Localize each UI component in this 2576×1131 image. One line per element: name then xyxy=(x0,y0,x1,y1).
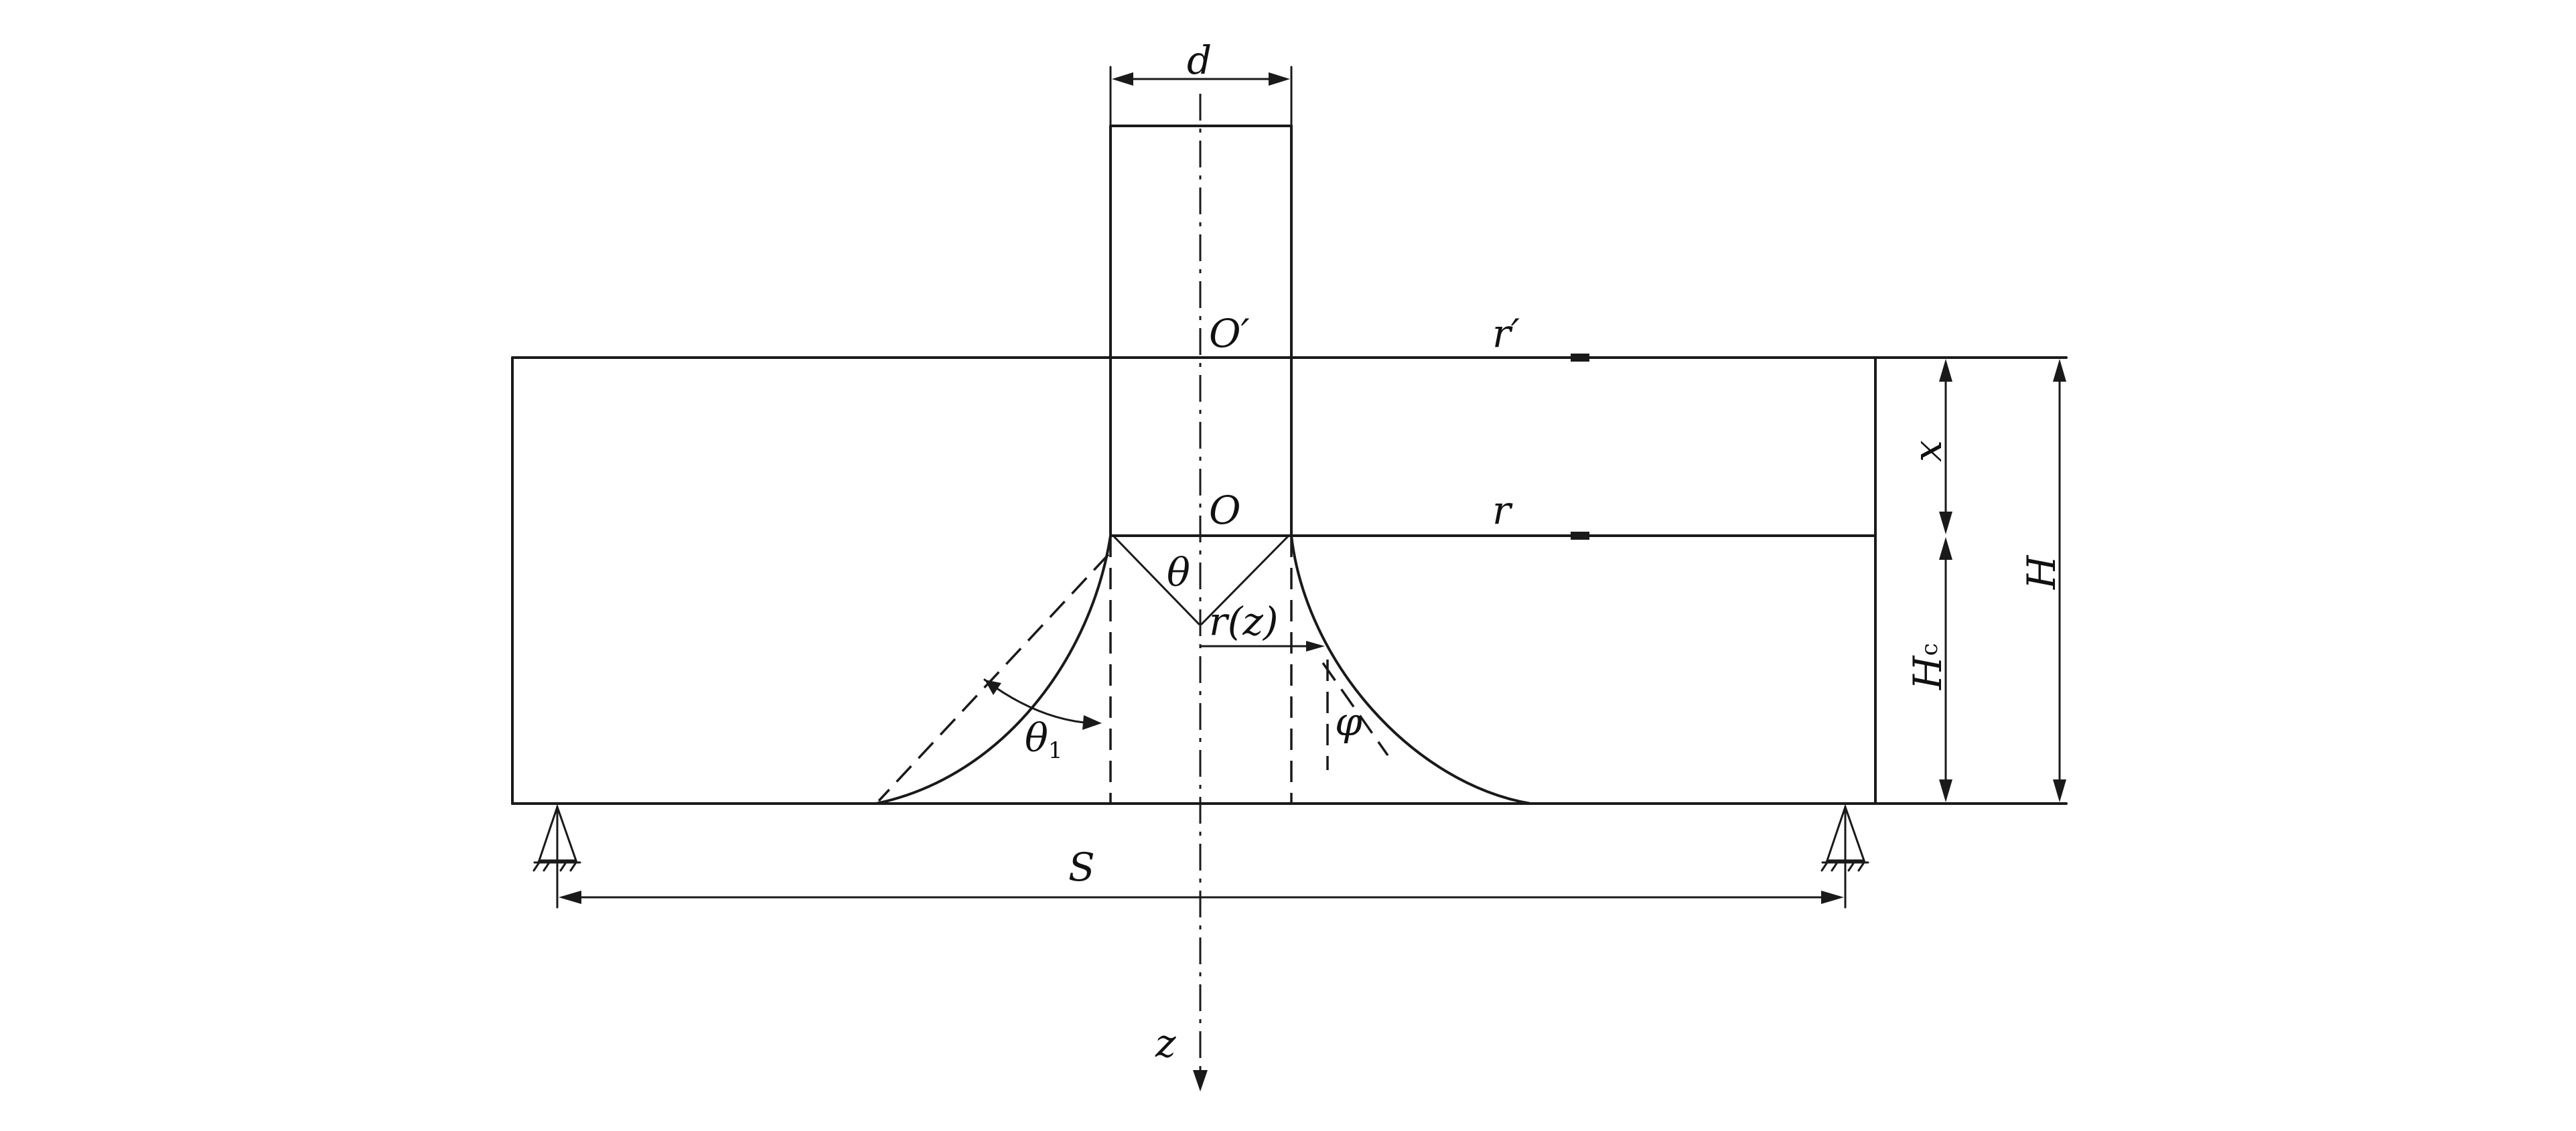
label-d: d xyxy=(1187,37,1212,83)
label-r-z: r(z) xyxy=(1209,599,1279,644)
label-phi: φ xyxy=(1335,699,1362,745)
cone-line-right xyxy=(1200,534,1290,625)
label-r-prime: r′ xyxy=(1492,311,1520,356)
r-z-arrowhead xyxy=(1306,641,1325,652)
label-r: r xyxy=(1492,487,1513,533)
label-theta1: θ1 xyxy=(1025,715,1063,764)
label-h-c: Hc xyxy=(1905,643,1950,690)
cone-line-left xyxy=(1112,534,1200,625)
failure-tangent-right xyxy=(1321,662,1389,757)
label-s: S xyxy=(1068,844,1095,890)
label-h: H xyxy=(2019,554,2064,590)
label-o: O xyxy=(1209,487,1241,533)
theta1-arrowhead-end xyxy=(1082,715,1102,730)
failure-line-left-approx xyxy=(877,553,1110,802)
label-theta: θ xyxy=(1167,550,1190,595)
r-prime-axis-marker xyxy=(1571,354,1589,362)
column xyxy=(1109,125,1293,537)
dimension-h xyxy=(2053,359,2066,802)
label-x: x xyxy=(1905,440,1950,462)
failure-curve-left xyxy=(875,534,1112,805)
label-z: z xyxy=(1155,1021,1176,1066)
support-right xyxy=(1820,804,1869,909)
z-axis-arrowhead xyxy=(1193,1070,1208,1091)
slab xyxy=(511,356,2068,805)
dimension-d xyxy=(1109,66,1293,127)
theta1-arrowhead-start xyxy=(985,680,1001,695)
support-left xyxy=(532,804,581,909)
label-o-prime: O′ xyxy=(1209,311,1250,356)
r-axis-marker xyxy=(1571,532,1589,540)
failure-curve-right xyxy=(1290,534,1532,805)
dimension-x-hc xyxy=(1939,359,1952,802)
dimension-s xyxy=(559,891,1844,904)
